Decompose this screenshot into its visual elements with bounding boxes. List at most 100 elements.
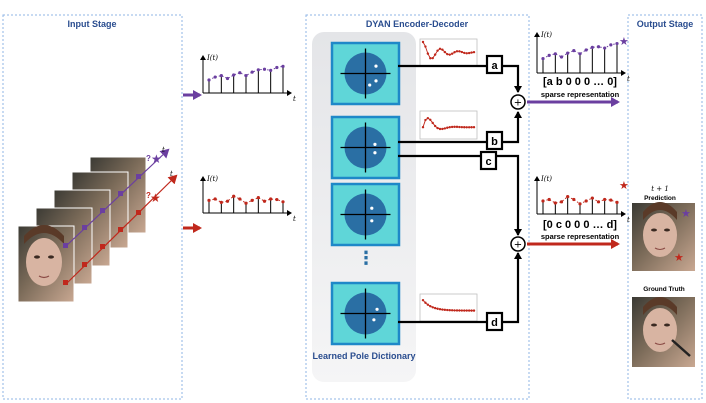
pole-dictionary-atom [330, 281, 401, 346]
signal-label: I(t) [206, 175, 218, 183]
response-point [429, 57, 432, 60]
sample-point [225, 76, 230, 81]
response-point [424, 301, 427, 304]
sample-point [596, 200, 601, 204]
signal-label: I(t) [206, 54, 218, 62]
star-icon: ★ [619, 179, 629, 192]
coefficient-box-b: b [485, 130, 504, 151]
pole-point [375, 307, 379, 311]
ground-truth-label: Ground Truth [643, 286, 685, 293]
response-point [460, 50, 464, 54]
red-star-icon: ★ [150, 191, 161, 205]
response-point [448, 125, 451, 129]
sample-point [238, 197, 242, 201]
response-point [446, 308, 449, 312]
sample-point [262, 199, 267, 203]
star-icon: ★ [619, 35, 629, 48]
response-point [433, 124, 437, 128]
svg-text:+: + [514, 98, 522, 109]
output-signal-plot-red: I(t)t★ [534, 175, 630, 224]
sample-point [262, 67, 267, 71]
sparse-caption-top: sparse representation [541, 90, 620, 99]
sample-point [281, 200, 285, 204]
response-point [429, 304, 432, 308]
sample-point [590, 45, 594, 50]
pole-dictionary-atom [330, 182, 401, 247]
sample-point [584, 48, 588, 52]
svg-text:d: d [491, 317, 498, 329]
output-signal-plot-purple: I(t)t★ [534, 31, 630, 83]
output-stage-title: Output Stage [637, 19, 694, 29]
purple-trajectory-points [63, 174, 141, 248]
sample-point [547, 53, 551, 58]
svg-text:a: a [491, 60, 498, 72]
video-frame-front [17, 225, 75, 303]
trajectory-time-label: t [170, 170, 173, 178]
input-signal-plot-purple: I(t) t [200, 54, 296, 103]
time-axis-label: t [627, 216, 630, 224]
sample-point [559, 55, 564, 59]
sample-point [566, 51, 570, 55]
sample-point [219, 200, 223, 204]
response-point [441, 48, 444, 51]
sample-point [250, 70, 254, 74]
response-point [467, 51, 471, 55]
response-point [467, 126, 471, 129]
red-trajectory-points [63, 210, 141, 285]
response-point [433, 306, 437, 310]
response-point [433, 53, 437, 56]
sample-point [566, 195, 570, 199]
red-star-icon: ★ [674, 251, 684, 264]
input-stage-title: Input Stage [68, 19, 117, 29]
sample-point [559, 200, 564, 204]
response-curve [422, 117, 475, 130]
time-axis-label: t [293, 95, 296, 103]
response-point [426, 116, 430, 120]
response-point [455, 125, 459, 129]
response-point [441, 127, 444, 131]
sparse-vector-bottom: [0 c 0 0 0 … d] [543, 219, 617, 231]
response-curve [422, 41, 475, 59]
sample-point [238, 71, 242, 75]
signal-label: I(t) [540, 31, 552, 39]
response-point [426, 52, 430, 55]
pole-point [373, 142, 377, 146]
response-point [467, 309, 471, 312]
dictionary-label: Learned Pole Dictionary [312, 351, 415, 361]
response-point [438, 47, 442, 50]
pole-point [370, 219, 374, 223]
response-point [458, 125, 461, 129]
response-point [450, 309, 454, 312]
sample-point [584, 199, 588, 203]
response-point [441, 308, 444, 311]
svg-text:c: c [485, 156, 491, 168]
sample-point [232, 194, 236, 198]
response-point [443, 50, 447, 54]
sample-point [269, 197, 273, 201]
sum-node-bottom: + [510, 236, 526, 252]
response-point [424, 45, 427, 48]
purple-star-icon: ★ [681, 207, 691, 220]
sample-point [603, 46, 607, 50]
coefficient-box-c: c [479, 150, 498, 171]
response-point [443, 308, 447, 312]
ellipsis-icon: ⋮ [357, 248, 375, 269]
svg-text:+: + [514, 240, 522, 251]
sample-point [244, 74, 248, 78]
response-point [438, 308, 442, 311]
sample-point [256, 68, 260, 72]
response-point [460, 309, 464, 312]
response-point [424, 118, 427, 122]
purple-star-icon: ★ [151, 152, 162, 166]
response-point [448, 53, 451, 56]
response-point [436, 126, 439, 130]
response-point [455, 309, 459, 312]
impulse-response-plot [419, 110, 478, 140]
sample-point [553, 52, 557, 56]
prediction-image: ★ ★ [632, 202, 695, 271]
response-point [463, 126, 466, 129]
impulse-response-plot [419, 38, 478, 67]
sample-point [225, 199, 230, 203]
pole-dictionary-atom [330, 41, 401, 106]
response-point [450, 125, 454, 129]
